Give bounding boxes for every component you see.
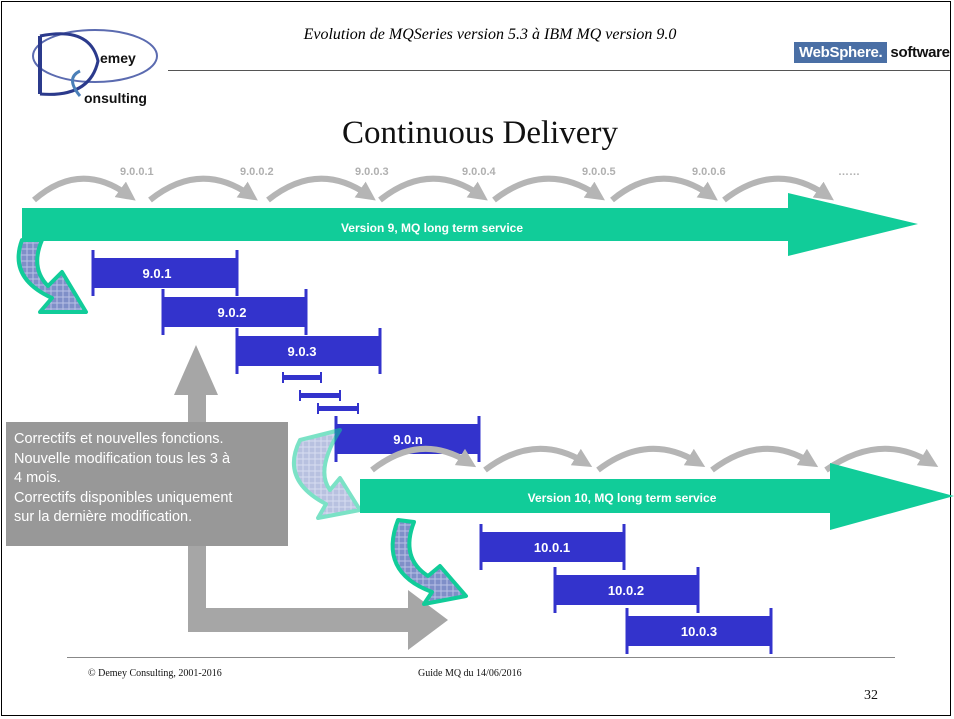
callout-line: Nouvelle modification tous les 3 à — [14, 450, 231, 467]
cycle-label: 9.0.0.4 — [462, 166, 497, 178]
release-label-1001: 10.0.1 — [534, 540, 570, 555]
logo-text-bottom: onsulting — [84, 90, 147, 106]
release-bar-small — [318, 406, 358, 411]
v10-long-term-arrow — [360, 463, 954, 530]
release-label-90n: 9.0.n — [393, 432, 423, 447]
callout-line: 4 mois. — [14, 470, 61, 486]
release-bar-1001 — [481, 532, 624, 562]
cycle-arrow — [32, 175, 136, 203]
cycle-arrow — [824, 445, 939, 473]
cycle-arrow — [266, 175, 376, 203]
v9-long-term-arrow — [22, 193, 918, 256]
footer-divider — [67, 657, 895, 658]
release-label-901: 9.0.1 — [143, 266, 172, 281]
callout-line: Correctifs disponibles uniquement — [14, 489, 233, 506]
release-label-902: 9.0.2 — [218, 305, 247, 320]
v10-fix-curved-arrow — [390, 518, 468, 606]
cycle-arrow — [596, 445, 706, 473]
callout-line: Correctifs et nouvelles fonctions. — [14, 431, 224, 447]
cycle-arrow — [710, 445, 819, 473]
footer-guide: Guide MQ du 14/06/2016 — [418, 668, 522, 679]
release-label-1003: 10.0.3 — [681, 624, 717, 639]
top-cycle-labels: 9.0.0.1 9.0.0.2 9.0.0.3 9.0.0.4 9.0.0.5 … — [120, 166, 860, 178]
cycle-arrow — [492, 175, 605, 203]
websphere-suffix: software — [890, 43, 950, 61]
header-divider — [168, 70, 950, 71]
v9-arrow-label: Version 9, MQ long term service — [341, 221, 523, 235]
cycle-arrow — [378, 175, 488, 203]
footer-copyright: © Demey Consulting, 2001-2016 — [88, 668, 222, 679]
release-bar-903 — [237, 336, 380, 366]
release-bar-1002 — [555, 575, 698, 605]
release-label-903: 9.0.3 — [288, 344, 317, 359]
cycle-label: 9.0.0.2 — [240, 166, 274, 178]
cycle-label: 9.0.0.3 — [355, 166, 389, 178]
cycle-arrow — [370, 445, 477, 473]
cycle-arrow — [483, 445, 593, 473]
gray-l-arrow — [174, 345, 448, 650]
release-bar-902 — [163, 297, 306, 327]
cycle-label: …… — [838, 166, 860, 178]
demey-consulting-logo: emey onsulting — [20, 16, 190, 114]
header-title: Evolution de MQSeries version 5.3 à IBM … — [303, 26, 677, 43]
page-number: 32 — [864, 688, 878, 703]
v9-fix-curved-arrow — [16, 238, 88, 314]
v10-arrow-label: Version 10, MQ long term service — [528, 491, 717, 505]
cycle-arrow — [610, 175, 718, 203]
release-bar-901 — [93, 258, 237, 288]
websphere-brand: WebSphere. — [794, 41, 888, 63]
cycle-label: 9.0.0.5 — [582, 166, 616, 178]
cycle-label: 9.0.0.6 — [692, 166, 726, 178]
bottom-cycle-arrows — [370, 445, 939, 473]
release-bar-1003 — [627, 616, 771, 646]
logo-text-top: emey — [100, 50, 136, 66]
cycle-arrow — [722, 175, 834, 203]
top-cycle-arrows — [32, 175, 834, 203]
release-bar-small — [300, 393, 340, 398]
demey-consulting-logo-graphic: emey onsulting — [32, 29, 158, 106]
cycle-arrow — [148, 175, 258, 203]
cycle-label: 9.0.0.1 — [120, 166, 154, 178]
v10-release-bars: 10.0.1 10.0.2 10.0.3 — [479, 524, 773, 654]
release-label-1002: 10.0.2 — [608, 583, 644, 598]
websphere-logo: WebSphere. software — [794, 40, 950, 64]
slide-title: Continuous Delivery — [342, 115, 618, 151]
callout-box: Correctifs et nouvelles fonctions. Nouve… — [6, 422, 288, 546]
release-bar-small — [283, 375, 321, 380]
callout-line: sur la dernière modification. — [14, 509, 193, 525]
